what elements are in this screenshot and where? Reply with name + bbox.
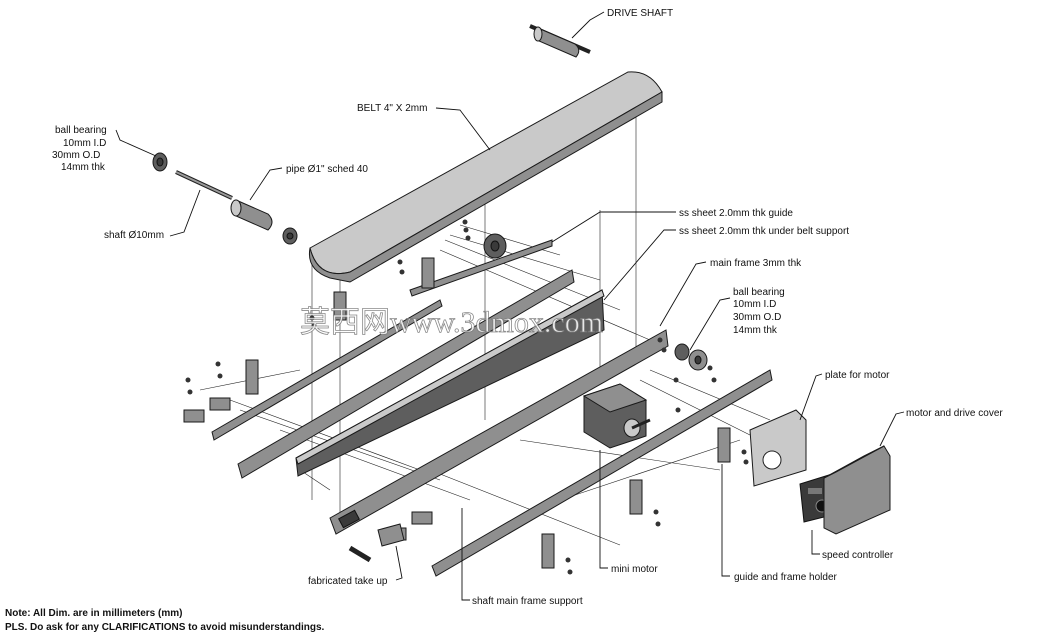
- bolts: [185, 219, 749, 575]
- shaft-10mm: [175, 170, 233, 200]
- frame-rail-left: [211, 299, 443, 441]
- left-bearing-2: [282, 227, 298, 245]
- motor-drive-cover: [823, 445, 891, 535]
- label-ball-bearing-right-3: 30mm O.D: [733, 312, 781, 323]
- drive-shaft: [529, 24, 591, 58]
- conveyor-belt: [308, 71, 663, 283]
- label-drive-shaft: DRIVE SHAFT: [607, 8, 673, 19]
- main-frame-3mm: [329, 329, 669, 535]
- label-pipe: pipe Ø1" sched 40: [286, 164, 368, 175]
- label-ball-bearing-right-1: ball bearing: [733, 287, 785, 298]
- label-ball-bearing-right-4: 14mm thk: [733, 325, 778, 336]
- left-ball-bearing: [152, 152, 168, 172]
- label-take-up: fabricated take up: [308, 576, 388, 587]
- label-speed-controller: speed controller: [822, 550, 894, 561]
- drive-bearing: [483, 233, 507, 259]
- label-ball-bearing-left-2: 10mm I.D: [63, 138, 106, 149]
- label-plate-motor: plate for motor: [825, 370, 890, 381]
- label-shaft-support: shaft main frame support: [472, 596, 583, 607]
- frame-rail-bottom: [431, 369, 773, 577]
- motor-plate: [749, 409, 807, 487]
- note-line-2: PLS. Do ask for any CLARIFICATIONS to av…: [5, 622, 325, 633]
- label-guide-holder: guide and frame holder: [734, 572, 838, 583]
- label-ball-bearing-left-3: 30mm O.D: [52, 150, 100, 161]
- label-mini-motor: mini motor: [611, 564, 658, 575]
- label-motor-cover: motor and drive cover: [906, 408, 1003, 419]
- label-belt: BELT 4" X 2mm: [357, 103, 427, 114]
- mini-motor: [582, 383, 651, 449]
- label-ball-bearing-right-2: 10mm I.D: [733, 299, 776, 310]
- note-line-1: Note: All Dim. are in millimeters (mm): [5, 608, 182, 619]
- explode-lines: [199, 115, 771, 546]
- right-ball-bearing: [674, 343, 708, 371]
- label-ss-support: ss sheet 2.0mm thk under belt support: [679, 226, 849, 237]
- fabricated-take-up: [348, 523, 405, 563]
- pipe-1inch: [230, 199, 273, 231]
- label-main-frame: main frame 3mm thk: [710, 258, 802, 269]
- label-ball-bearing-left-4: 14mm thk: [61, 162, 106, 173]
- watermark: 莫西网www.3dmox.com: [300, 306, 603, 339]
- leader-lines: [115, 11, 905, 601]
- label-shaft: shaft Ø10mm: [104, 230, 164, 241]
- frame-rail-inner: [237, 269, 575, 479]
- label-ball-bearing-left-1: ball bearing: [55, 125, 107, 136]
- ss-under-belt-support: [295, 289, 605, 477]
- label-ss-guide: ss sheet 2.0mm thk guide: [679, 208, 793, 219]
- ss-sheet-guide: [409, 239, 553, 297]
